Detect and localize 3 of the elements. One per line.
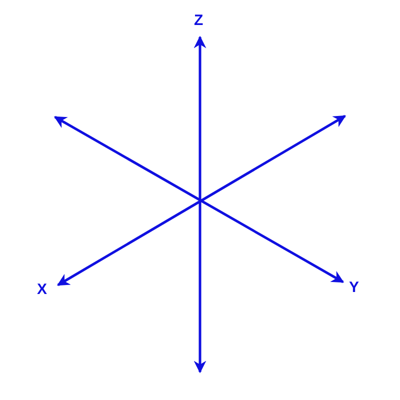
- axis-label: Z: [194, 13, 204, 28]
- axis-label: Y: [349, 280, 360, 295]
- axis-label: X: [37, 282, 48, 297]
